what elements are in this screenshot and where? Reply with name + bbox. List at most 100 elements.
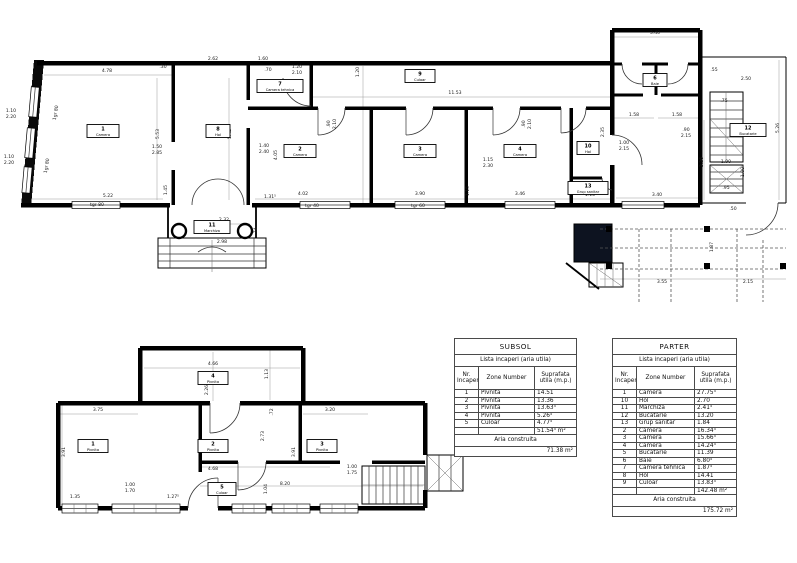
dimension-label: 1gr 80: [43, 158, 52, 174]
dimension-label: 2.15: [619, 146, 629, 152]
room-label-box: [197, 371, 229, 385]
table-total-row: 142.48 m²: [612, 486, 738, 495]
room-name: Baie: [651, 82, 660, 86]
dimension-label: 2.26: [204, 385, 210, 395]
window-symbol: [24, 127, 36, 159]
dimension-label: .75: [720, 98, 727, 104]
aria-construita-row: Aria construita: [611, 494, 738, 507]
dimension-label: 2.20: [4, 160, 14, 166]
room-name: Pivnita: [207, 380, 219, 384]
table-cell: 5.26⁵: [533, 411, 578, 420]
room-number: 2: [211, 442, 215, 448]
table-cell: Hol: [636, 471, 695, 480]
dimension-label: 2.20: [6, 114, 16, 120]
table-cell: 14.24⁵: [693, 441, 738, 450]
dimension-label: 2.32: [219, 217, 229, 223]
room-label-box: [642, 73, 668, 87]
aria-construita-row: Aria construita: [453, 434, 578, 447]
dimension-label: 3.26: [699, 157, 705, 167]
aria-construita-value: 71.38 m²: [453, 446, 578, 457]
room-label-box: [729, 123, 767, 137]
table-cell: 1: [612, 389, 637, 398]
dimension-label: 11.53: [448, 90, 461, 96]
dimension-label: 3.55: [657, 279, 667, 285]
aria-construita-label: Aria construita: [453, 434, 578, 447]
table-cell: 1.84: [693, 419, 738, 428]
dimension-label: 2.15: [743, 279, 753, 285]
dimension-label: 1.00: [740, 167, 746, 177]
dimension-label: 5.53: [155, 129, 161, 139]
room-label-box: [256, 79, 304, 93]
dimension-label: 1.15: [483, 157, 493, 163]
dimension-label: 1.90: [721, 159, 731, 165]
dimension-label: 4.78: [102, 68, 112, 74]
dimension-label: 3.40: [652, 192, 662, 198]
table-cell: Culoar: [636, 479, 695, 488]
dimension-label: 2.15: [681, 133, 691, 139]
table-cell: 2.41⁵: [693, 404, 738, 413]
dimension-label: 1.20: [292, 64, 302, 70]
room-number: 12: [745, 126, 752, 132]
room-label-box: [403, 144, 437, 158]
room-label-box: [197, 439, 229, 453]
terrace-pergola: [600, 226, 786, 302]
window-symbol: [271, 503, 311, 514]
dimension-label: 1.20: [355, 67, 361, 77]
parter-area-table: PARTER Lista incaperi (aria utila) Nr. I…: [611, 338, 738, 517]
table-cell: Baie: [636, 456, 695, 465]
room-number: 1: [101, 127, 105, 133]
room-label-box: [576, 141, 600, 155]
room-name: Bucatarie: [739, 132, 757, 136]
table-cell: Camera tehnica: [636, 464, 695, 473]
table-cell: 3: [454, 404, 479, 413]
walls: [55, 345, 428, 511]
col-header-nr: Nr. Incapere: [454, 366, 479, 390]
table-cell: Pivnita: [478, 404, 535, 413]
table-cell: 11.39: [693, 449, 738, 458]
dimension-label: 2.30: [483, 163, 493, 169]
table-title: SUBSOL: [453, 338, 578, 355]
room-number: 7: [278, 82, 282, 88]
dimension-label: 1.58: [672, 112, 682, 118]
window-symbol: [71, 201, 121, 209]
room-number: 10: [585, 144, 592, 150]
room-number: 4: [518, 147, 522, 153]
table-header-row: Nr. Incapere Zone Number Suprafata utila…: [454, 366, 578, 390]
dimension-label: 4.05: [273, 150, 279, 160]
dimension-label: 1.13: [264, 369, 270, 379]
table-cell: 6: [612, 456, 637, 465]
table-cell: 4: [612, 441, 637, 450]
dimension-label: 2.35: [600, 127, 606, 137]
window-symbol: [28, 86, 40, 118]
dimension-label: 1.70: [125, 488, 135, 494]
room-name: Camera: [513, 153, 527, 157]
table-cell: 3: [612, 434, 637, 443]
table-cell: 2.70: [693, 396, 738, 405]
dimension-label: .90: [521, 120, 527, 127]
aria-construita-label: Aria construita: [611, 494, 738, 507]
room-name: Pivnita: [316, 448, 328, 452]
dimension-label: 1.60: [258, 56, 268, 62]
col-header-zone: Zone Number: [636, 366, 695, 390]
room-number: 11: [209, 223, 216, 229]
window-symbol: [621, 201, 665, 209]
table-cell: 11: [612, 404, 637, 413]
room-name: Pivnita: [87, 448, 99, 452]
dimension-label: 3.91: [61, 447, 67, 457]
table-cell: Pivnita: [478, 396, 535, 405]
table-cell: 13.36: [533, 396, 578, 405]
dimension-label: 4.68: [208, 466, 218, 472]
table-cell: Hol: [636, 396, 695, 405]
